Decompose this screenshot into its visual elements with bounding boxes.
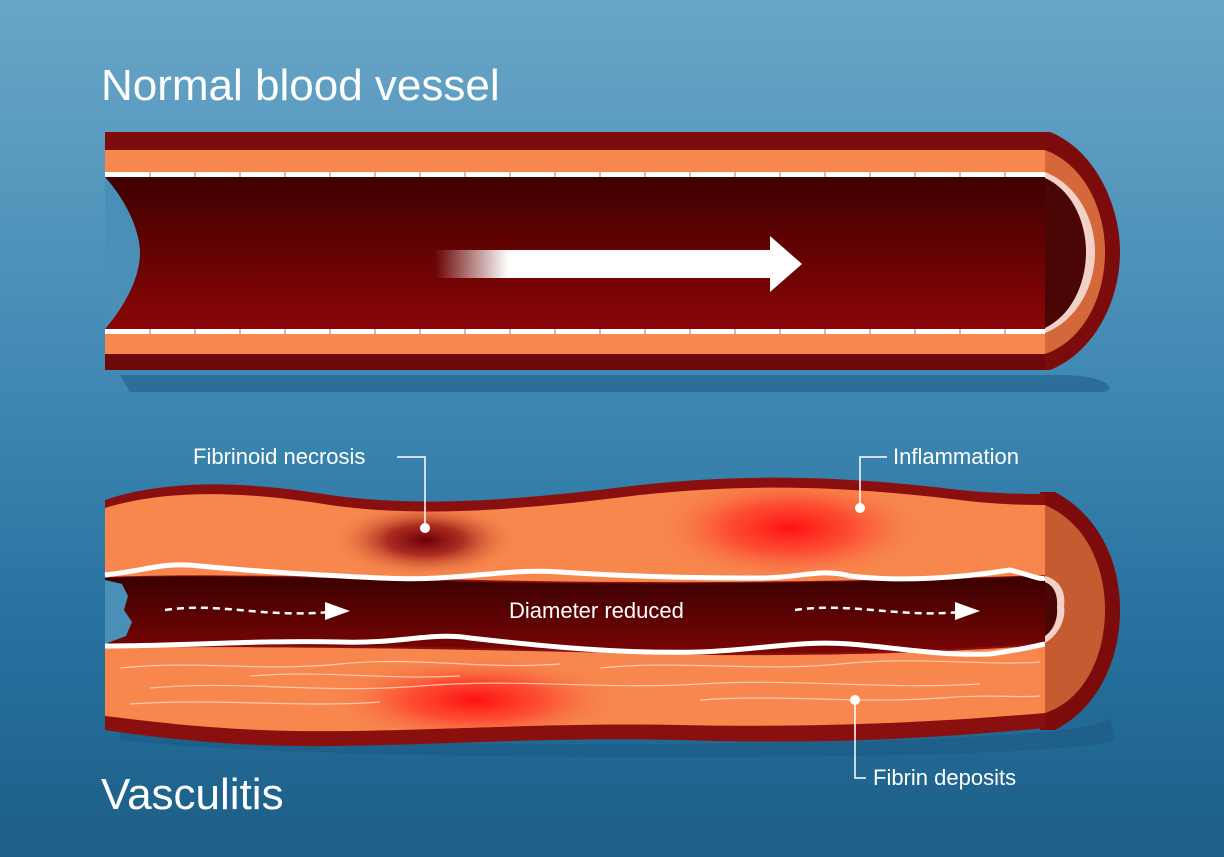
normal-vessel-end-lumen: [1045, 178, 1086, 328]
inflammation-marker: [855, 503, 865, 513]
fibrin-deposits-leader: [854, 700, 866, 779]
vasculitis-vessel: [104, 477, 1120, 758]
blood-flow-arrow: [435, 236, 802, 292]
flow-arrow-left-line: [164, 606, 331, 615]
diameter-reduced-label: Diameter reduced: [509, 598, 684, 623]
normal-vessel-endothelium-top: [105, 172, 1045, 177]
inflammation-hotspot-bottom: [325, 655, 625, 732]
vasculitis-title: Vasculitis: [101, 770, 284, 819]
fibrinoid-necrosis-marker: [420, 523, 430, 533]
normal-vessel: [105, 132, 1120, 392]
flow-arrow-right-head: [955, 602, 980, 620]
vasculitis-endothelium-bottom: [104, 633, 1046, 657]
fibrin-deposits-label: Fibrin deposits: [873, 765, 1017, 790]
fibrin-deposits-marker: [850, 695, 860, 705]
vasculitis-vessel-opening: [105, 580, 132, 644]
vasculitis-vessel-shadow: [120, 718, 1115, 758]
normal-vessel-shadow: [120, 375, 1110, 392]
fibrinoid-necrosis-label: Fibrinoid necrosis: [193, 444, 366, 469]
vasculitis-endothelium-top: [104, 562, 1046, 582]
flow-arrow-left-head: [325, 602, 350, 620]
normal-vessel-endothelium-bottom: [105, 329, 1045, 334]
inflammation-label: Inflammation: [893, 444, 1019, 469]
flow-arrow-right-line: [794, 606, 961, 615]
necrosis-spot: [330, 502, 520, 578]
normal-vessel-media-top: [105, 150, 1045, 172]
inflammation-leader: [859, 456, 887, 508]
normal-vessel-media-bottom: [105, 333, 1045, 354]
fibrinoid-necrosis-leader: [397, 456, 426, 528]
vasculitis-end-media: [1045, 505, 1105, 713]
vasculitis-end-lumen: [1045, 582, 1058, 636]
normal-vessel-title: Normal blood vessel: [101, 61, 500, 110]
vasculitis-lumen: [105, 576, 1045, 654]
normal-vessel-opening: [105, 177, 140, 329]
fibrin-strands: [119, 660, 1041, 705]
